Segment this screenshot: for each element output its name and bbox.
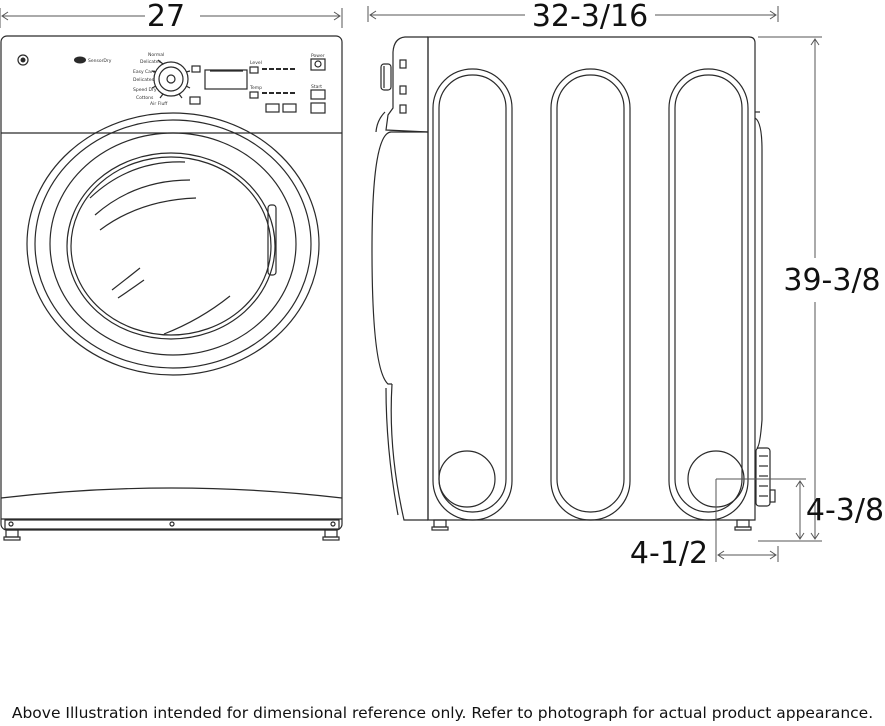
rear-vent bbox=[755, 447, 771, 507]
cycle-knob bbox=[151, 59, 191, 99]
front-view: SensorDry Normal Delicates Easy Care Del… bbox=[0, 8, 343, 541]
cycle-label-3: Easy Care bbox=[133, 69, 156, 75]
power-label: Power bbox=[311, 53, 325, 59]
width-dimension-line bbox=[0, 8, 343, 28]
cycle-label-2: Delicates bbox=[140, 59, 161, 65]
depth-dimension-line bbox=[367, 6, 779, 22]
side-foot-front bbox=[433, 519, 447, 528]
depth-dimension-label: 32-3/16 bbox=[532, 0, 648, 34]
height-dimension-line bbox=[758, 36, 822, 542]
sensordry-badge bbox=[74, 56, 86, 64]
foot-to-vent-dimension-label: 4-1/2 bbox=[630, 536, 708, 571]
cycle-label-1: Normal bbox=[148, 52, 164, 58]
display-window bbox=[204, 69, 248, 90]
foot-to-vent-dimension-line bbox=[715, 479, 779, 562]
power-button-drawing bbox=[310, 58, 326, 71]
front-foot-right bbox=[324, 529, 338, 538]
width-dimension-label: 27 bbox=[147, 0, 185, 34]
cycle-label-6: Cottons bbox=[136, 95, 154, 101]
start-label: Start bbox=[311, 84, 322, 90]
side-view bbox=[367, 6, 822, 562]
cycle-label-4: Delicates bbox=[133, 77, 154, 83]
front-foot-left bbox=[5, 529, 19, 538]
side-foot-rear bbox=[736, 519, 750, 528]
disclaimer-caption: Above Illustration intended for dimensio… bbox=[11, 704, 874, 722]
side-ribs bbox=[432, 68, 749, 521]
cycle-label-7: Air Fluff bbox=[150, 101, 168, 107]
brand-text: SensorDry bbox=[88, 58, 112, 64]
height-dimension-label: 39-3/8 bbox=[783, 263, 880, 298]
door bbox=[26, 112, 320, 376]
vent-height-dimension-line bbox=[716, 478, 806, 540]
cycle-label-5: Speed Dry bbox=[133, 87, 157, 93]
side-cabinet bbox=[427, 36, 756, 521]
temp-label: Temp bbox=[249, 85, 262, 91]
start-button-drawing bbox=[310, 89, 326, 100]
level-label: Level bbox=[250, 60, 262, 66]
brand-logo bbox=[17, 54, 29, 66]
front-cabinet bbox=[0, 35, 343, 531]
vent-height-dimension-label: 4-3/8 bbox=[806, 493, 884, 528]
